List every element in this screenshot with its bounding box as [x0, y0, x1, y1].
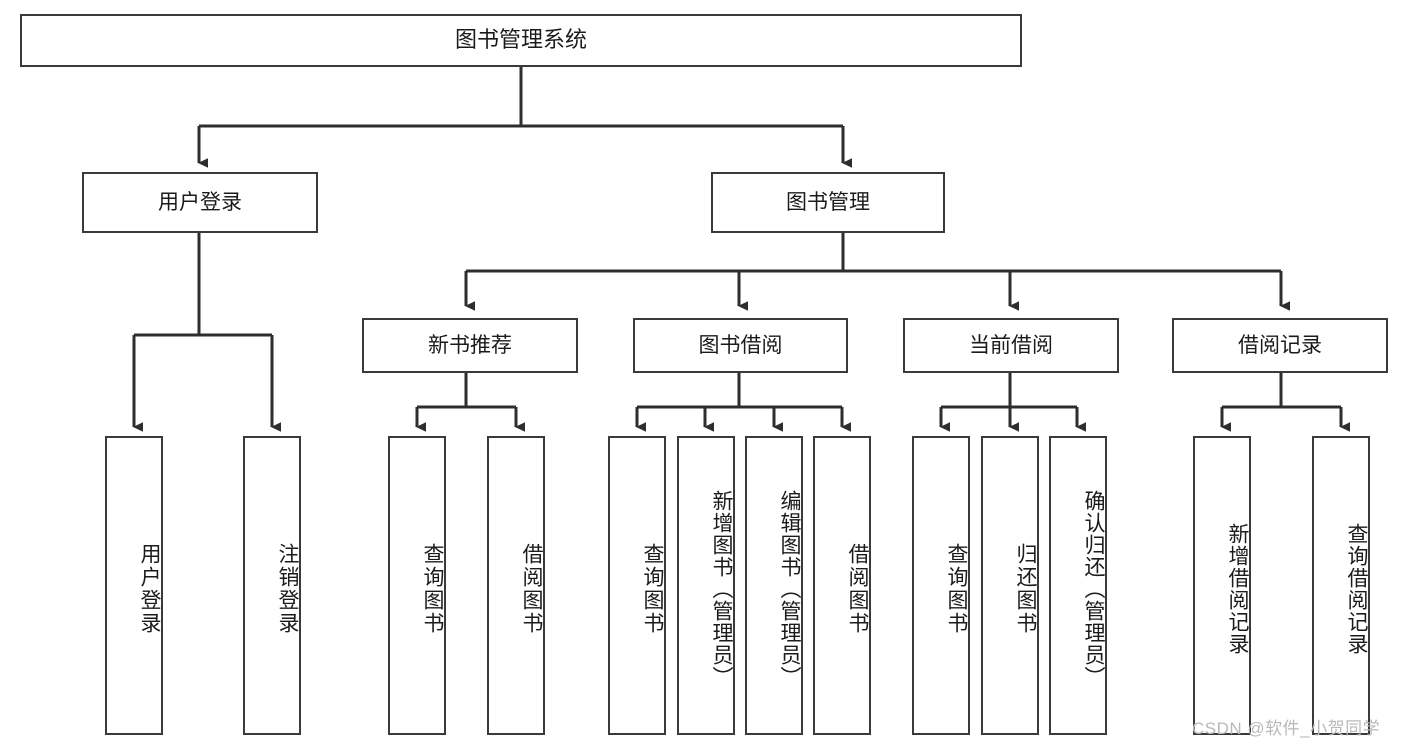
node-borrow-record[interactable]: 借阅记录 — [1172, 318, 1388, 373]
leaf-confirm-return-label: 确认归还（管理员） — [1082, 489, 1105, 688]
node-root[interactable]: 图书管理系统 — [20, 14, 1022, 67]
node-book-manage-label: 图书管理 — [786, 190, 870, 214]
leaf-borrow-book-2[interactable]: 借阅图书 — [813, 436, 871, 735]
leaf-add-book[interactable]: 新增图书（管理员） — [677, 436, 735, 735]
leaf-add-record-label: 新增借阅记录 — [1226, 522, 1249, 655]
leaf-query-book-2[interactable]: 查询图书 — [608, 436, 666, 735]
leaf-add-book-label: 新增图书（管理员） — [710, 489, 733, 688]
node-new-book-rec[interactable]: 新书推荐 — [362, 318, 578, 373]
leaf-return-book-label: 归还图书 — [1014, 542, 1037, 635]
leaf-query-book-1[interactable]: 查询图书 — [388, 436, 446, 735]
leaf-add-record[interactable]: 新增借阅记录 — [1193, 436, 1251, 735]
leaf-query-book-2-label: 查询图书 — [641, 542, 664, 635]
node-user-login[interactable]: 用户登录 — [82, 172, 318, 233]
leaf-query-book-3-label: 查询图书 — [945, 542, 968, 635]
node-current-borrow-label: 当前借阅 — [969, 333, 1053, 357]
leaf-query-book-3[interactable]: 查询图书 — [912, 436, 970, 735]
leaf-query-record[interactable]: 查询借阅记录 — [1312, 436, 1370, 735]
leaf-edit-book[interactable]: 编辑图书（管理员） — [745, 436, 803, 735]
node-user-login-label: 用户登录 — [158, 190, 242, 214]
leaf-confirm-return[interactable]: 确认归还（管理员） — [1049, 436, 1107, 735]
node-book-borrow[interactable]: 图书借阅 — [633, 318, 848, 373]
leaf-user-login-label: 用户登录 — [138, 542, 161, 635]
leaf-query-record-label: 查询借阅记录 — [1345, 522, 1368, 655]
leaf-edit-book-label: 编辑图书（管理员） — [778, 489, 801, 688]
node-new-book-rec-label: 新书推荐 — [428, 333, 512, 357]
leaf-logout[interactable]: 注销登录 — [243, 436, 301, 735]
leaf-borrow-book-1-label: 借阅图书 — [520, 542, 543, 635]
csdn-watermark: CSDN @软件_小贺同学 — [1192, 719, 1381, 738]
node-book-manage[interactable]: 图书管理 — [711, 172, 945, 233]
node-root-label: 图书管理系统 — [454, 27, 587, 53]
leaf-query-book-1-label: 查询图书 — [421, 542, 444, 635]
node-current-borrow[interactable]: 当前借阅 — [903, 318, 1119, 373]
leaf-borrow-book-2-label: 借阅图书 — [846, 542, 869, 635]
node-borrow-record-label: 借阅记录 — [1238, 333, 1322, 357]
leaf-logout-label: 注销登录 — [276, 542, 299, 635]
node-book-borrow-label: 图书借阅 — [698, 333, 783, 357]
leaf-user-login[interactable]: 用户登录 — [105, 436, 163, 735]
leaf-borrow-book-1[interactable]: 借阅图书 — [487, 436, 545, 735]
leaf-return-book[interactable]: 归还图书 — [981, 436, 1039, 735]
